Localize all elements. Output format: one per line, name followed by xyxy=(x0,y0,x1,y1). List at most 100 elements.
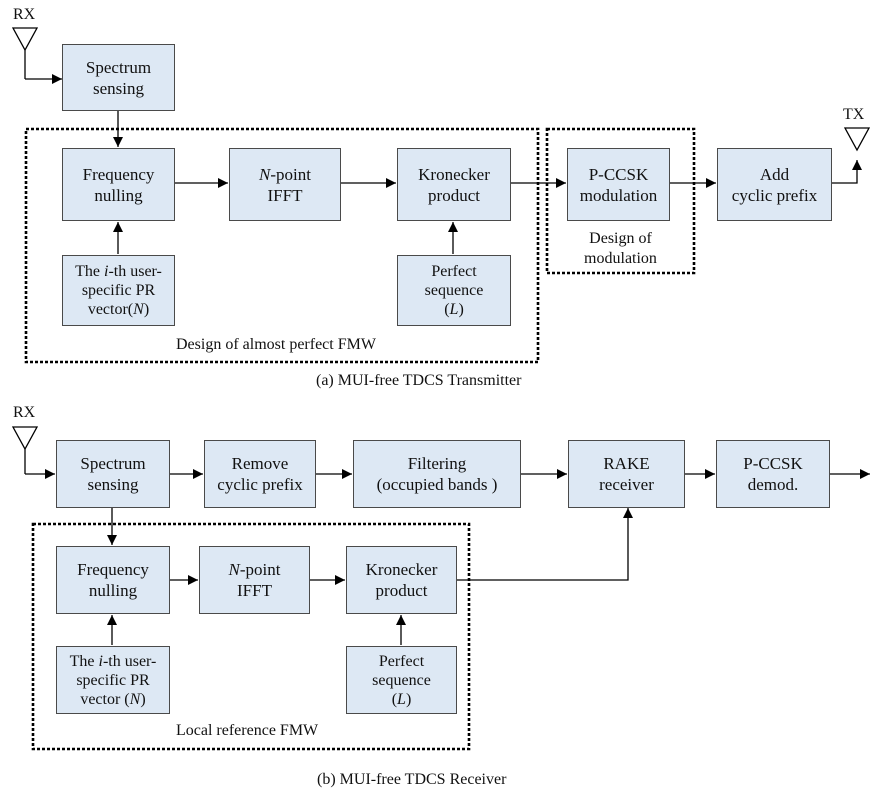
tx-spectrum-sensing-line1: Spectrum xyxy=(85,57,152,77)
rx-filtering-line2: (occupied bands ) xyxy=(376,475,498,494)
tx-pr-i-symbol: i xyxy=(103,263,109,280)
tx-pr-line2: specific PR xyxy=(81,282,156,299)
rx-filtering-line1: Filtering xyxy=(407,454,467,473)
tx-kronecker-line2: product xyxy=(428,185,480,205)
rx-ps-open: ( xyxy=(391,690,398,708)
tx-addcp-to-tx-arrow xyxy=(832,160,862,184)
tx-spectrum-sensing-line2: sensing xyxy=(93,78,144,98)
rx-pr-line2: specific PR xyxy=(76,671,150,689)
tx-rx-antenna-icon xyxy=(11,27,39,52)
rx-pr-n-symbol: N xyxy=(129,690,141,708)
rx-frequency-nulling-block: Frequency nulling xyxy=(56,546,170,614)
rx-kronecker-to-rake-arrow xyxy=(457,508,633,581)
tx-ps-open: ( xyxy=(444,301,450,318)
rx-pr-i-symbol: i xyxy=(98,652,103,670)
rx-local-group-label: Local reference FMW xyxy=(176,722,319,739)
tx-kronecker-product-block: Kronecker product xyxy=(397,148,511,221)
tx-tx-label: TX xyxy=(843,106,865,123)
tx-ps-line1: Perfect xyxy=(431,263,477,280)
rx-perfect-sequence-block: Perfect sequence (L) xyxy=(346,646,457,714)
rx-remove-cyclic-prefix-block: Remove cyclic prefix xyxy=(204,440,316,508)
rx-pccsk-line1: P-CCSK xyxy=(743,454,803,473)
tx-pr-line1: The i-th user- xyxy=(75,262,162,281)
rx-kronecker-product-block: Kronecker product xyxy=(346,546,457,614)
tx-npoint-ifft-line2: IFFT xyxy=(267,185,303,205)
rx-frequency-nulling-line2: nulling xyxy=(88,581,138,600)
tx-tx-antenna-icon xyxy=(843,127,871,152)
rx-pr-vector-block: The i-th user- specific PR vector (N) xyxy=(56,646,170,714)
rx-npoint-ifft-block: N-point IFFT xyxy=(199,546,310,614)
tx-addcp-line1: Add xyxy=(759,164,790,184)
tx-kronecker-line1: Kronecker xyxy=(418,164,490,184)
tx-mod-group-label-line2: modulation xyxy=(584,250,657,267)
tx-frequency-nulling-line2: nulling xyxy=(94,185,143,205)
tx-addcp-line2: cyclic prefix xyxy=(731,185,818,205)
tx-pr-line3: vector(N) xyxy=(75,300,162,319)
rx-pr-line3: vector (N) xyxy=(70,690,157,709)
tx-ps-l-symbol: L xyxy=(449,301,459,318)
tx-add-cyclic-prefix-block: Add cyclic prefix xyxy=(717,148,832,221)
rx-spectrum-sensing-line2: sensing xyxy=(87,475,139,494)
rx-pccsk-demod-block: P-CCSK demod. xyxy=(716,440,830,508)
tx-rx-label: RX xyxy=(13,6,36,23)
rx-filtering-block: Filtering (occupied bands ) xyxy=(353,440,521,508)
rx-rake-line1: RAKE xyxy=(603,454,650,473)
tx-mod-group-label-line1: Design of xyxy=(589,230,652,247)
tx-mod-group-border xyxy=(545,127,696,275)
rx-removecp-line2: cyclic prefix xyxy=(217,475,303,494)
tx-pr-vector-post: ) xyxy=(143,301,150,318)
tx-pr-n-symbol: N xyxy=(133,301,144,318)
rx-npoint-ifft-line2: IFFT xyxy=(237,581,272,600)
tx-ifft-n-symbol: N xyxy=(259,164,271,184)
tx-npoint-ifft-line1: N-point xyxy=(259,164,311,185)
rx-caption: (b) MUI-free TDCS Receiver xyxy=(317,771,507,788)
tx-mod-group-label: Design of modulation xyxy=(547,229,694,269)
rx-ps-line1: Perfect xyxy=(378,652,425,670)
tx-ifft-point-text: -point xyxy=(270,164,311,184)
tx-spectrum-sensing-block: Spectrum sensing xyxy=(62,44,175,111)
rx-ps-line2: sequence xyxy=(372,671,431,689)
tx-pr-the: The xyxy=(75,263,104,280)
rx-rake-receiver-block: RAKE receiver xyxy=(568,440,685,508)
rx-pr-line1: The i-th user- xyxy=(70,652,157,671)
tx-pccsk-line1: P-CCSK xyxy=(588,164,649,184)
rx-pr-thuser: -th user- xyxy=(102,652,157,670)
rx-ifft-n-symbol: N xyxy=(228,560,240,579)
rx-rx-label: RX xyxy=(13,404,36,421)
rx-spectrum-sensing-block: Spectrum sensing xyxy=(56,440,170,508)
rx-rake-line2: receiver xyxy=(599,475,654,494)
rx-frequency-nulling-line1: Frequency xyxy=(77,560,149,579)
tx-pr-vector-block: The i-th user- specific PR vector(N) xyxy=(62,255,175,326)
tx-caption: (a) MUI-free TDCS Transmitter xyxy=(316,372,522,389)
tx-pccsk-modulation-block: P-CCSK modulation xyxy=(567,148,670,221)
tx-ps-line3: (L) xyxy=(425,300,484,319)
rx-ps-line3: (L) xyxy=(372,690,431,709)
rx-kronecker-line1: Kronecker xyxy=(365,560,438,579)
rx-npoint-ifft-line1: N-point xyxy=(229,559,281,580)
rx-pr-vector-pre: vector ( xyxy=(80,690,130,708)
tx-frequency-nulling-block: Frequency nulling xyxy=(62,148,175,221)
tx-fmw-group-label: Design of almost perfect FMW xyxy=(176,336,376,353)
tx-frequency-nulling-line1: Frequency xyxy=(82,164,155,184)
tx-pr-vector-pre: vector( xyxy=(87,301,134,318)
rx-pr-vector-post: ) xyxy=(140,690,146,708)
rx-pccsk-line2: demod. xyxy=(747,475,799,494)
rx-removecp-line1: Remove xyxy=(231,454,289,473)
rx-ps-l-symbol: L xyxy=(397,690,406,708)
rx-rx-antenna-icon xyxy=(11,426,39,451)
tx-pr-thuser: -th user- xyxy=(108,263,162,280)
tx-fmw-group-border xyxy=(24,127,540,364)
rx-spectrum-sensing-line1: Spectrum xyxy=(80,454,146,473)
rx-local-group-border xyxy=(31,522,471,751)
rx-ps-close: ) xyxy=(405,690,412,708)
rx-kronecker-line2: product xyxy=(375,581,428,600)
tx-pccsk-line2: modulation xyxy=(579,185,658,205)
rx-ifft-point-text: -point xyxy=(239,560,281,579)
tx-ps-line2: sequence xyxy=(424,282,484,299)
tx-npoint-ifft-block: N-point IFFT xyxy=(229,148,341,221)
tx-perfect-sequence-block: Perfect sequence (L) xyxy=(397,255,511,326)
rx-pr-the: The xyxy=(69,652,99,670)
tx-ps-close: ) xyxy=(458,301,464,318)
